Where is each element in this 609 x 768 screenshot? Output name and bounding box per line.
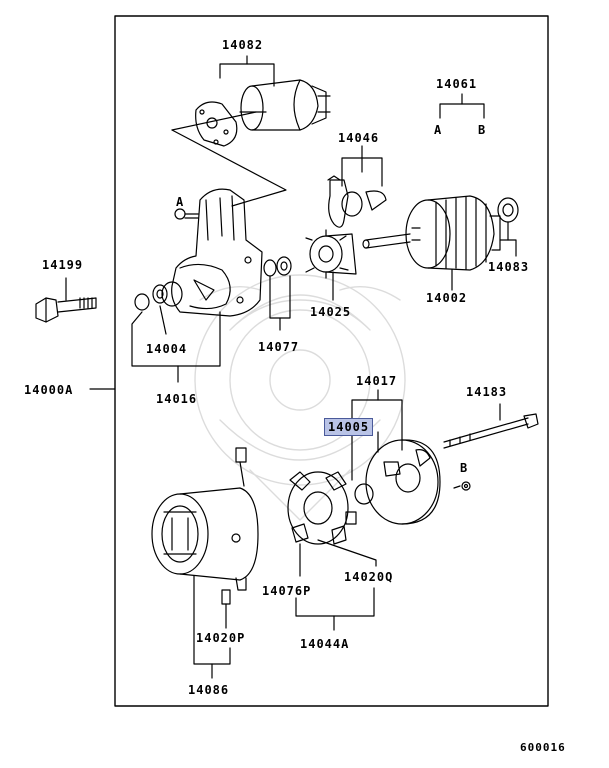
leader-14004 xyxy=(131,305,221,383)
leader-14044a xyxy=(295,587,375,631)
lever-14046 xyxy=(327,145,387,228)
diagram-code: 600016 xyxy=(520,741,566,754)
part-label-14016[interactable]: 14016 xyxy=(156,392,198,406)
part-label-14083[interactable]: 14083 xyxy=(488,260,530,274)
part-label-14077[interactable]: 14077 xyxy=(258,340,300,354)
leader-14061 xyxy=(439,93,485,119)
armature-14002 xyxy=(362,195,501,291)
part-label-14020p[interactable]: 14020P xyxy=(196,631,246,645)
drive-housing xyxy=(152,188,263,317)
through-bolt-14183 xyxy=(443,403,539,449)
part-label-14183[interactable]: 14183 xyxy=(466,385,508,399)
part-label-14004[interactable]: 14004 xyxy=(146,342,188,356)
o-ring xyxy=(134,293,150,311)
part-label-14020q[interactable]: 14020Q xyxy=(344,570,394,584)
pinion-14025 xyxy=(305,229,357,301)
watermark-emblem xyxy=(194,274,406,521)
part-label-14046[interactable]: 14046 xyxy=(338,131,380,145)
bolt-a-small xyxy=(174,208,199,220)
part-label-14005-highlighted[interactable]: 14005 xyxy=(324,418,374,436)
part-label-14002[interactable]: 14002 xyxy=(426,291,468,305)
washer-14083 xyxy=(497,197,519,257)
part-label-14082[interactable]: 14082 xyxy=(222,38,264,52)
solenoid-14082 xyxy=(171,55,331,207)
yoke-14086 xyxy=(151,447,259,679)
part-label-14017[interactable]: 14017 xyxy=(356,374,398,388)
variant-label-a: A xyxy=(434,123,443,137)
washers-14077 xyxy=(263,256,292,331)
brush-holder-14044a xyxy=(287,471,377,577)
part-label-14044a[interactable]: 14044A xyxy=(300,637,350,651)
screw-b-small xyxy=(453,481,471,491)
diagram-frame xyxy=(114,15,549,707)
end-frame-14005 xyxy=(351,389,441,525)
part-label-14000a[interactable]: 14000A xyxy=(24,383,74,397)
part-label-14199[interactable]: 14199 xyxy=(42,258,84,272)
part-label-14086[interactable]: 14086 xyxy=(188,683,230,697)
part-label-14061[interactable]: 14061 xyxy=(436,77,478,91)
part-label-14025[interactable]: 14025 xyxy=(310,305,352,319)
part-label-14076p[interactable]: 14076P xyxy=(262,584,312,598)
variant-label-a-bolt: A xyxy=(176,195,185,209)
bolt-14199 xyxy=(35,277,97,323)
variant-label-b-screw: B xyxy=(460,461,469,475)
variant-label-b: B xyxy=(478,123,487,137)
